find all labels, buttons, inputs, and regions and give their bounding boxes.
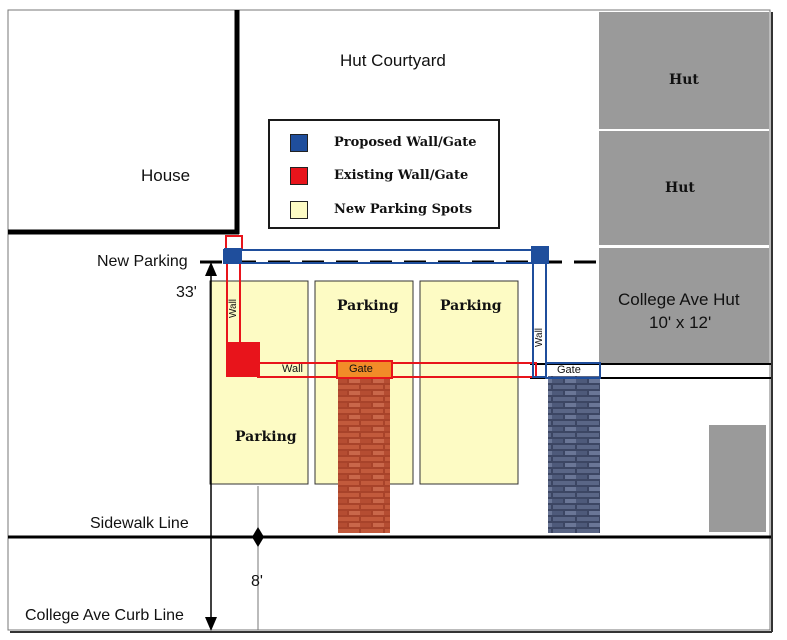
parking-spot-3 <box>419 280 519 485</box>
hut-top <box>599 12 769 129</box>
wall-label-right: Wall <box>534 327 546 348</box>
brick-column-red <box>338 376 390 533</box>
hut-middle-label: Hut <box>665 180 695 196</box>
parking-label-2: Parking <box>337 298 399 314</box>
dimension-8-label: 8' <box>251 573 263 590</box>
parking-label-3: Parking <box>440 298 502 314</box>
parking-spot-1 <box>209 280 309 485</box>
brick-column-blue <box>548 376 600 533</box>
parking-label-1: Parking <box>235 429 297 445</box>
proposed-wall-vertical <box>532 262 547 378</box>
college-ave-hut-size: 10' x 12' <box>649 313 712 332</box>
wall-label-left: Wall <box>228 298 240 319</box>
legend-swatch-proposed <box>290 134 308 152</box>
gate-label-proposed: Gate <box>557 364 581 376</box>
legend-label-proposed: Proposed Wall/Gate <box>334 135 477 150</box>
legend: Proposed Wall/Gate Existing Wall/Gate Ne… <box>268 119 500 229</box>
college-ave-hut <box>599 248 769 364</box>
proposed-post-left <box>224 248 242 264</box>
hut-courtyard-label: Hut Courtyard <box>340 51 446 70</box>
arrow-down-icon <box>205 617 217 631</box>
proposed-gate <box>545 362 601 379</box>
dimension-33-label: 33' <box>176 284 197 301</box>
hut-middle <box>599 131 769 245</box>
curb-line-label: College Ave Curb Line <box>25 607 184 624</box>
legend-swatch-existing <box>290 167 308 185</box>
proposed-post-right <box>531 246 549 263</box>
existing-wall-corner <box>226 342 260 377</box>
college-ave-hut-label: College Ave Hut <box>618 290 740 309</box>
existing-wall-horizontal <box>257 362 537 378</box>
legend-label-existing: Existing Wall/Gate <box>334 168 469 183</box>
arrow-up-small-icon <box>252 527 264 537</box>
new-parking-label: New Parking <box>97 253 188 270</box>
small-structure <box>709 425 766 532</box>
arrow-down-small-icon <box>252 537 264 547</box>
sidewalk-line-label: Sidewalk Line <box>90 515 189 532</box>
existing-gate <box>336 360 393 379</box>
legend-label-parking: New Parking Spots <box>334 202 473 217</box>
wall-label-horizontal: Wall <box>282 363 303 375</box>
gate-label-existing: Gate <box>349 363 373 375</box>
hut-top-label: Hut <box>669 72 699 88</box>
arrow-up-icon <box>205 262 217 276</box>
legend-swatch-parking <box>290 201 308 219</box>
house-label: House <box>141 166 191 185</box>
